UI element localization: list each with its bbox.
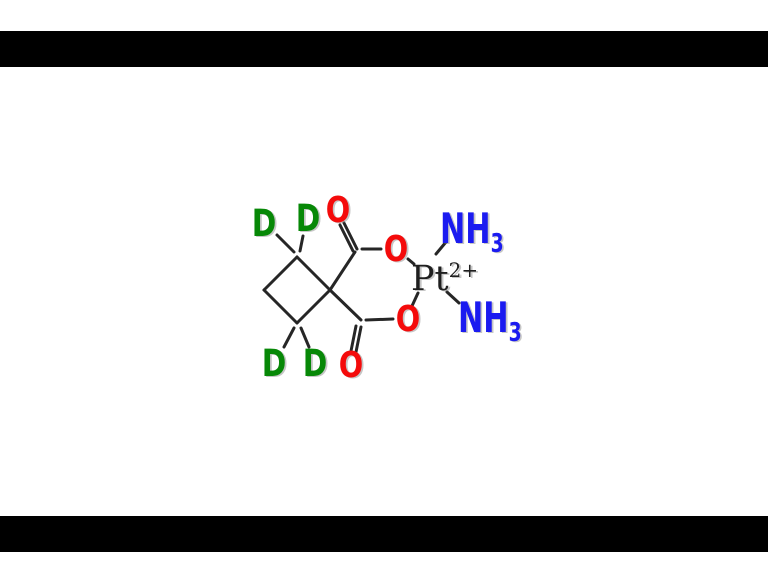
letterbox-bottom-bar [0,516,768,552]
bond-line [295,288,332,325]
bond-line [434,240,448,256]
bond-line [299,326,311,349]
bond-line [295,255,332,292]
bond-line [338,223,355,253]
bond-line [275,233,296,254]
atom-label-deuterium-top-right: D [296,197,321,240]
atom-label-oxygen-carbonyl-top: O [326,189,350,231]
atom-label-ammine-bottom: NH3 [458,293,522,348]
atom-label-deuterium-bottom-right: D [303,342,328,385]
atom-label-oxygen-carbonyl-bottom: O [339,344,363,386]
bond-line [328,288,363,322]
bond-line [282,326,296,349]
atom-label-deuterium-bottom-left: D [262,342,287,385]
atom-label-oxygen-ester-bottom: O [396,298,420,340]
bond-line [349,324,358,353]
atom-label-oxygen-ester-top: O [384,228,408,270]
bond-line [406,257,416,266]
bond-line [328,250,357,292]
letterbox-top-bar [0,31,768,67]
bond-line [364,317,395,322]
bond-line [410,291,420,308]
bond-line [262,255,299,292]
bond-line [445,290,461,305]
bond-line [262,288,299,325]
atom-label-ammine-top: NH3 [440,204,504,259]
atom-label-deuterium-top-left: D [252,202,277,245]
bond-line [342,221,359,251]
bond-line [298,234,305,253]
atom-label-platinum-cation: Pt2+ [411,258,478,299]
bond-line [354,325,363,354]
